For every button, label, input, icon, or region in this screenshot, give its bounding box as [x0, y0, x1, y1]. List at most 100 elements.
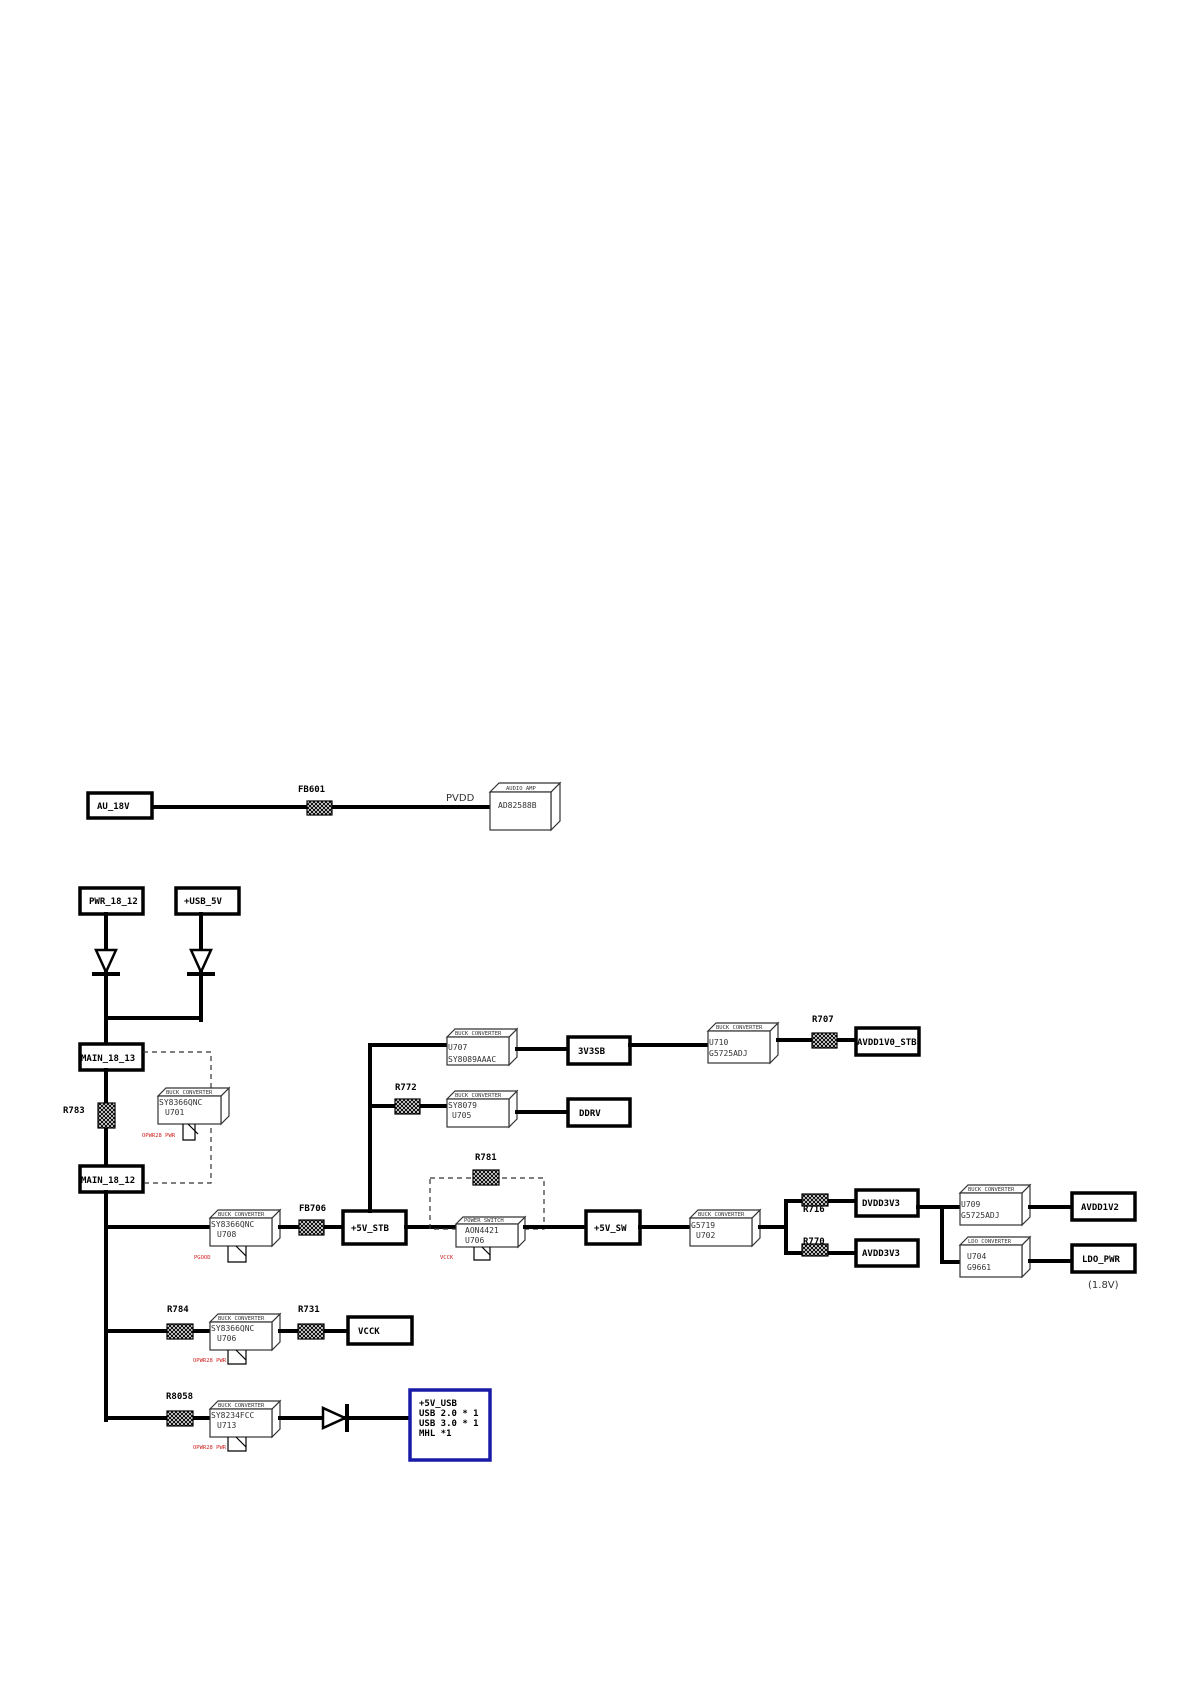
- svg-text:LDO CONVERTER: LDO CONVERTER: [968, 1239, 1012, 1245]
- r784-label: R784: [167, 1305, 189, 1315]
- r770-label: R770: [803, 1237, 825, 1247]
- svg-text:G5725ADJ: G5725ADJ: [961, 1211, 1000, 1220]
- rail-3v3sb-box: [566, 1035, 632, 1066]
- r783-label: R783: [63, 1106, 85, 1116]
- rail-usb5v-box: [174, 886, 241, 916]
- r707-resistor: [811, 1032, 838, 1049]
- svg-text:BUCK CONVERTER: BUCK CONVERTER: [455, 1031, 502, 1037]
- chip-u706: POWER SWITCH AON4421 U706 VCCK: [440, 1215, 527, 1261]
- chip-u706b: BUCK CONVERTER SY8366QNC U706 OPWR28 PWR: [193, 1312, 282, 1365]
- pvdd-label: PVDD: [446, 793, 475, 804]
- rail-pwr1812-label: PWR_18_12: [89, 897, 138, 907]
- diode-usb-icon: [189, 948, 213, 976]
- svg-text:PGOOD: PGOOD: [194, 1255, 211, 1261]
- rail-usb5v-label: +USB_5V: [184, 897, 223, 907]
- chip-u708: BUCK CONVERTER SY8366QNC U708 PGOOD: [194, 1208, 282, 1263]
- rail-3v3sb-label: 3V3SB: [578, 1047, 606, 1057]
- usb-line1: +5V_USB: [419, 1399, 458, 1409]
- svg-text:U704: U704: [967, 1252, 986, 1261]
- r772-label: R772: [395, 1083, 417, 1093]
- svg-text:BUCK CONVERTER: BUCK CONVERTER: [218, 1316, 265, 1322]
- fb601-resistor: [306, 800, 333, 816]
- svg-text:BUCK CONVERTER: BUCK CONVERTER: [455, 1093, 502, 1099]
- fb601-label: FB601: [298, 785, 325, 795]
- svg-text:BUCK CONVERTER: BUCK CONVERTER: [716, 1025, 763, 1031]
- chip-u709: BUCK CONVERTER U709 G5725ADJ: [958, 1183, 1032, 1227]
- svg-text:BUCK CONVERTER: BUCK CONVERTER: [218, 1403, 265, 1409]
- branch-5vstb: BUCK CONVERTER SY8366QNC U708 PGOOD FB70…: [104, 1015, 1137, 1291]
- svg-text:SY8366QNC: SY8366QNC: [211, 1220, 255, 1229]
- diode-pwr-icon: [94, 948, 118, 976]
- r784-resistor: [166, 1323, 194, 1340]
- chip-u710: BUCK CONVERTER U710 G5725ADJ: [706, 1021, 780, 1065]
- svg-text:SY8089AAAC: SY8089AAAC: [448, 1055, 496, 1064]
- r781-resistor: [472, 1169, 500, 1186]
- rail-avdd1v0stb-label: AVDD1V0_STB: [857, 1038, 917, 1048]
- svg-text:U708: U708: [217, 1230, 236, 1239]
- svg-text:BUCK CONVERTER: BUCK CONVERTER: [968, 1187, 1015, 1193]
- svg-text:POWER SWITCH: POWER SWITCH: [464, 1218, 504, 1224]
- svg-text:U702: U702: [696, 1231, 715, 1240]
- rail-dvdd3v3-label: DVDD3V3: [862, 1199, 900, 1209]
- branch-vcck: R784 BUCK CONVERTER SY8366QNC U706 OPWR2…: [104, 1305, 414, 1365]
- r707-label: R707: [812, 1015, 834, 1025]
- r731-resistor: [297, 1323, 325, 1340]
- rail-5vsw-label: +5V_SW: [594, 1224, 627, 1234]
- rail-5vstb-label: +5V_STB: [351, 1224, 390, 1234]
- rail-vcck-box: [346, 1315, 414, 1346]
- svg-text:OPWR28 PWR: OPWR28 PWR: [193, 1445, 227, 1451]
- diode-usb-out-icon: [321, 1406, 349, 1430]
- rail-au18v-label: AU_18V: [97, 802, 130, 812]
- rail-main1813-label: MAIN_18_13: [81, 1054, 135, 1064]
- r781-label: R781: [475, 1153, 497, 1163]
- r783-resistor: [97, 1102, 116, 1129]
- svg-text:BUCK CONVERTER: BUCK CONVERTER: [698, 1212, 745, 1218]
- svg-text:BUCK CONVERTER: BUCK CONVERTER: [166, 1090, 213, 1096]
- svg-text:U710: U710: [709, 1038, 728, 1047]
- usb-output-box: [408, 1388, 492, 1462]
- rail-ddrv-label: DDRV: [579, 1109, 601, 1119]
- svg-text:OPWR28 PWR: OPWR28 PWR: [142, 1133, 176, 1139]
- rail-ldopwr-label: LDO_PWR: [1082, 1255, 1121, 1265]
- svg-text:G9661: G9661: [967, 1263, 991, 1272]
- svg-text:G5725ADJ: G5725ADJ: [709, 1049, 748, 1058]
- chip-u702: BUCK CONVERTER G5719 U702: [688, 1208, 762, 1248]
- svg-text:OPWR28 PWR: OPWR28 PWR: [193, 1358, 227, 1364]
- svg-text:SY8366QNC: SY8366QNC: [159, 1098, 203, 1107]
- svg-text:AUDIO AMP: AUDIO AMP: [506, 786, 536, 792]
- ldo-voltage-note: (1.8V): [1088, 1280, 1119, 1291]
- fb706-label: FB706: [299, 1204, 326, 1214]
- usb-line2: USB 2.0 * 1: [419, 1409, 479, 1419]
- r8058-label: R8058: [166, 1392, 193, 1402]
- svg-text:G5719: G5719: [691, 1221, 715, 1230]
- svg-text:AD82588B: AD82588B: [498, 801, 537, 810]
- rail-main1813-box: [78, 1042, 145, 1072]
- svg-text:U705: U705: [452, 1111, 471, 1120]
- chip-u705: BUCK CONVERTER SY8079 U705: [445, 1089, 519, 1129]
- svg-text:SY8079: SY8079: [448, 1101, 477, 1110]
- svg-text:U713: U713: [217, 1421, 236, 1430]
- r716-label: R716: [803, 1205, 825, 1215]
- fb706-resistor: [298, 1219, 325, 1236]
- rail-ldopwr-box: [1070, 1243, 1137, 1274]
- chip-u707: BUCK CONVERTER U707 SY8089AAAC: [445, 1027, 519, 1067]
- svg-text:U706: U706: [465, 1236, 484, 1245]
- svg-text:U701: U701: [165, 1108, 184, 1117]
- branch-usb: R8058 BUCK CONVERTER SY8234FCC U713 OPWR…: [104, 1388, 492, 1462]
- svg-text:AON4421: AON4421: [465, 1226, 499, 1235]
- chip-u713: BUCK CONVERTER SY8234FCC U713 OPWR28 PWR: [193, 1399, 282, 1452]
- usb-line4: MHL *1: [419, 1429, 452, 1439]
- rail-dvdd3v3-box: [854, 1188, 920, 1218]
- rail-main1812-box: [78, 1164, 145, 1194]
- r770-resistor: [801, 1243, 829, 1257]
- rail-avdd3v3-label: AVDD3V3: [862, 1249, 900, 1259]
- chip-audio-amp: AUDIO AMP AD82588B: [488, 781, 562, 832]
- r772-resistor: [394, 1098, 421, 1115]
- svg-text:U709: U709: [961, 1200, 980, 1209]
- svg-text:VCCK: VCCK: [440, 1255, 454, 1261]
- rail-au18v-box: [86, 791, 154, 820]
- rail-avdd1v2-box: [1070, 1191, 1137, 1222]
- r731-label: R731: [298, 1305, 320, 1315]
